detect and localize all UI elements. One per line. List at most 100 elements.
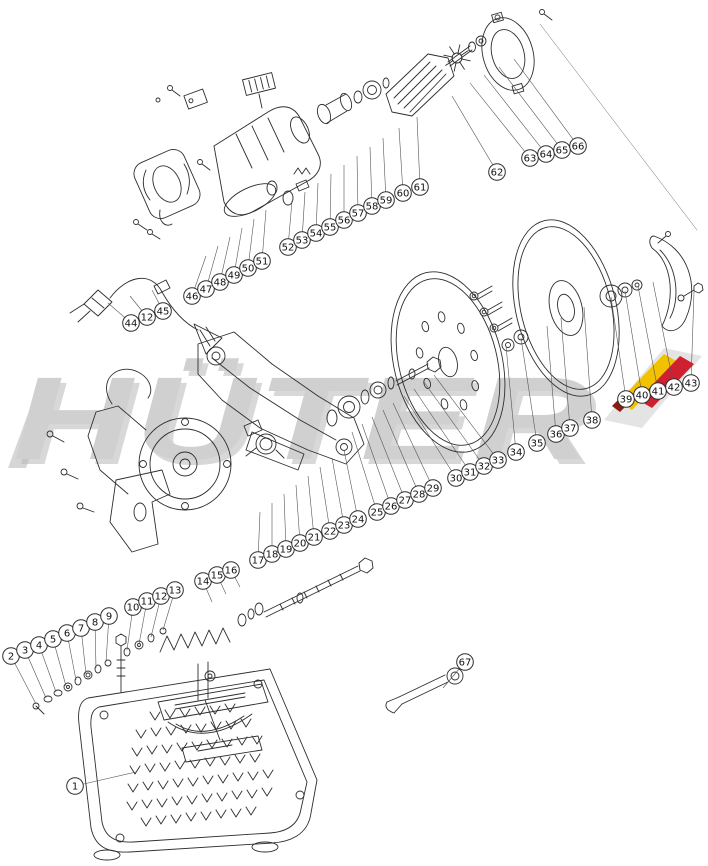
svg-text:8: 8 [92,617,98,628]
vise-spring [159,602,264,653]
svg-text:30: 30 [450,473,463,484]
holddown-bolt [115,633,127,693]
part-balloon: 39 [617,390,635,408]
part-balloon: 62 [488,163,506,181]
blade-cover [649,231,704,332]
leader-line [295,484,301,544]
part-balloon: 21 [305,528,323,546]
svg-text:64: 64 [540,149,553,160]
leader-line [382,409,420,495]
miter-fence [157,661,269,763]
fan-blades [443,44,471,72]
svg-text:55: 55 [324,222,337,233]
leader-line [329,173,332,228]
leader-line [10,655,37,705]
svg-text:44: 44 [125,318,138,329]
leader-line [469,82,531,159]
part-balloon: 57 [349,204,367,222]
part-balloon: 50 [239,259,257,277]
motor-fan [443,35,487,72]
fasteners-bottom-left [32,627,167,715]
part-balloon: 56 [335,211,353,229]
leader-line [513,58,579,147]
leader-line [433,374,499,461]
part-balloon: 9 [100,607,118,625]
leader-line [520,337,538,444]
svg-text:6: 6 [64,628,70,639]
svg-text:67: 67 [459,657,472,668]
leader-line [637,285,659,392]
part-balloon: 23 [335,516,353,534]
svg-text:50: 50 [242,263,255,274]
part-balloon: 64 [537,145,555,163]
svg-text:22: 22 [324,526,337,537]
saw-blade-front [390,271,506,453]
leader-line [369,146,373,207]
svg-text:16: 16 [225,565,238,576]
leader-line [283,493,287,550]
svg-text:41: 41 [652,386,665,397]
svg-text:1: 1 [72,781,78,792]
part-balloon: 13 [166,581,184,599]
stator [133,149,201,240]
part-balloon: 35 [528,434,546,452]
leader-line [483,74,547,155]
leader-line [624,290,643,396]
svg-text:29: 29 [427,483,440,494]
label-plate [242,72,276,96]
svg-text:12: 12 [141,312,154,323]
leader-line [319,466,331,532]
svg-text:40: 40 [636,390,649,401]
svg-text:5: 5 [50,634,56,645]
svg-text:52: 52 [282,242,295,253]
power-cord [69,277,223,355]
leader-line [371,416,406,501]
leader-line [351,431,378,513]
part-balloon: 34 [507,443,525,461]
axis-line [539,23,698,231]
svg-text:15: 15 [211,570,224,581]
vent-slots [126,703,274,827]
svg-text:4: 4 [36,640,42,651]
svg-text:33: 33 [492,455,505,466]
svg-text:56: 56 [338,215,351,226]
part-balloon: 7 [72,619,90,637]
svg-text:36: 36 [550,429,563,440]
svg-text:12: 12 [155,591,168,602]
part-balloon: 46 [183,287,201,305]
leader-line [505,345,517,453]
leader-line [413,388,471,473]
motor-gear-housing [46,368,232,553]
part-balloon: 14 [194,572,212,590]
leader-line [356,155,359,214]
part-balloon: 31 [461,463,479,481]
svg-text:37: 37 [564,423,577,434]
leader-line [423,381,485,467]
part-balloon: 49 [225,266,243,284]
watermark-slash [8,392,54,468]
svg-text:61: 61 [414,182,427,193]
leader-line [331,457,345,526]
svg-text:42: 42 [668,382,681,393]
leader-line [546,325,557,435]
part-balloon: 25 [368,503,386,521]
svg-text:26: 26 [385,501,398,512]
svg-text:10: 10 [127,602,140,613]
svg-text:48: 48 [214,277,227,288]
part-balloon: 8 [86,613,104,631]
part-balloon: 59 [377,191,395,209]
leader-line [74,771,137,787]
part-balloon: 60 [394,184,412,202]
leader-line [343,449,359,520]
svg-text:2: 2 [8,651,14,662]
leader-line [361,423,392,507]
brand-watermark: HÜTER HÜTER [8,348,702,490]
svg-text:51: 51 [256,256,269,267]
part-balloon: 51 [253,252,271,270]
svg-text:59: 59 [380,195,393,206]
part-balloon: 53 [293,231,311,249]
fan-guard [481,9,553,95]
part-balloon: 44 [122,314,140,332]
part-balloon: 52 [279,238,297,256]
part-balloon: 66 [569,137,587,155]
